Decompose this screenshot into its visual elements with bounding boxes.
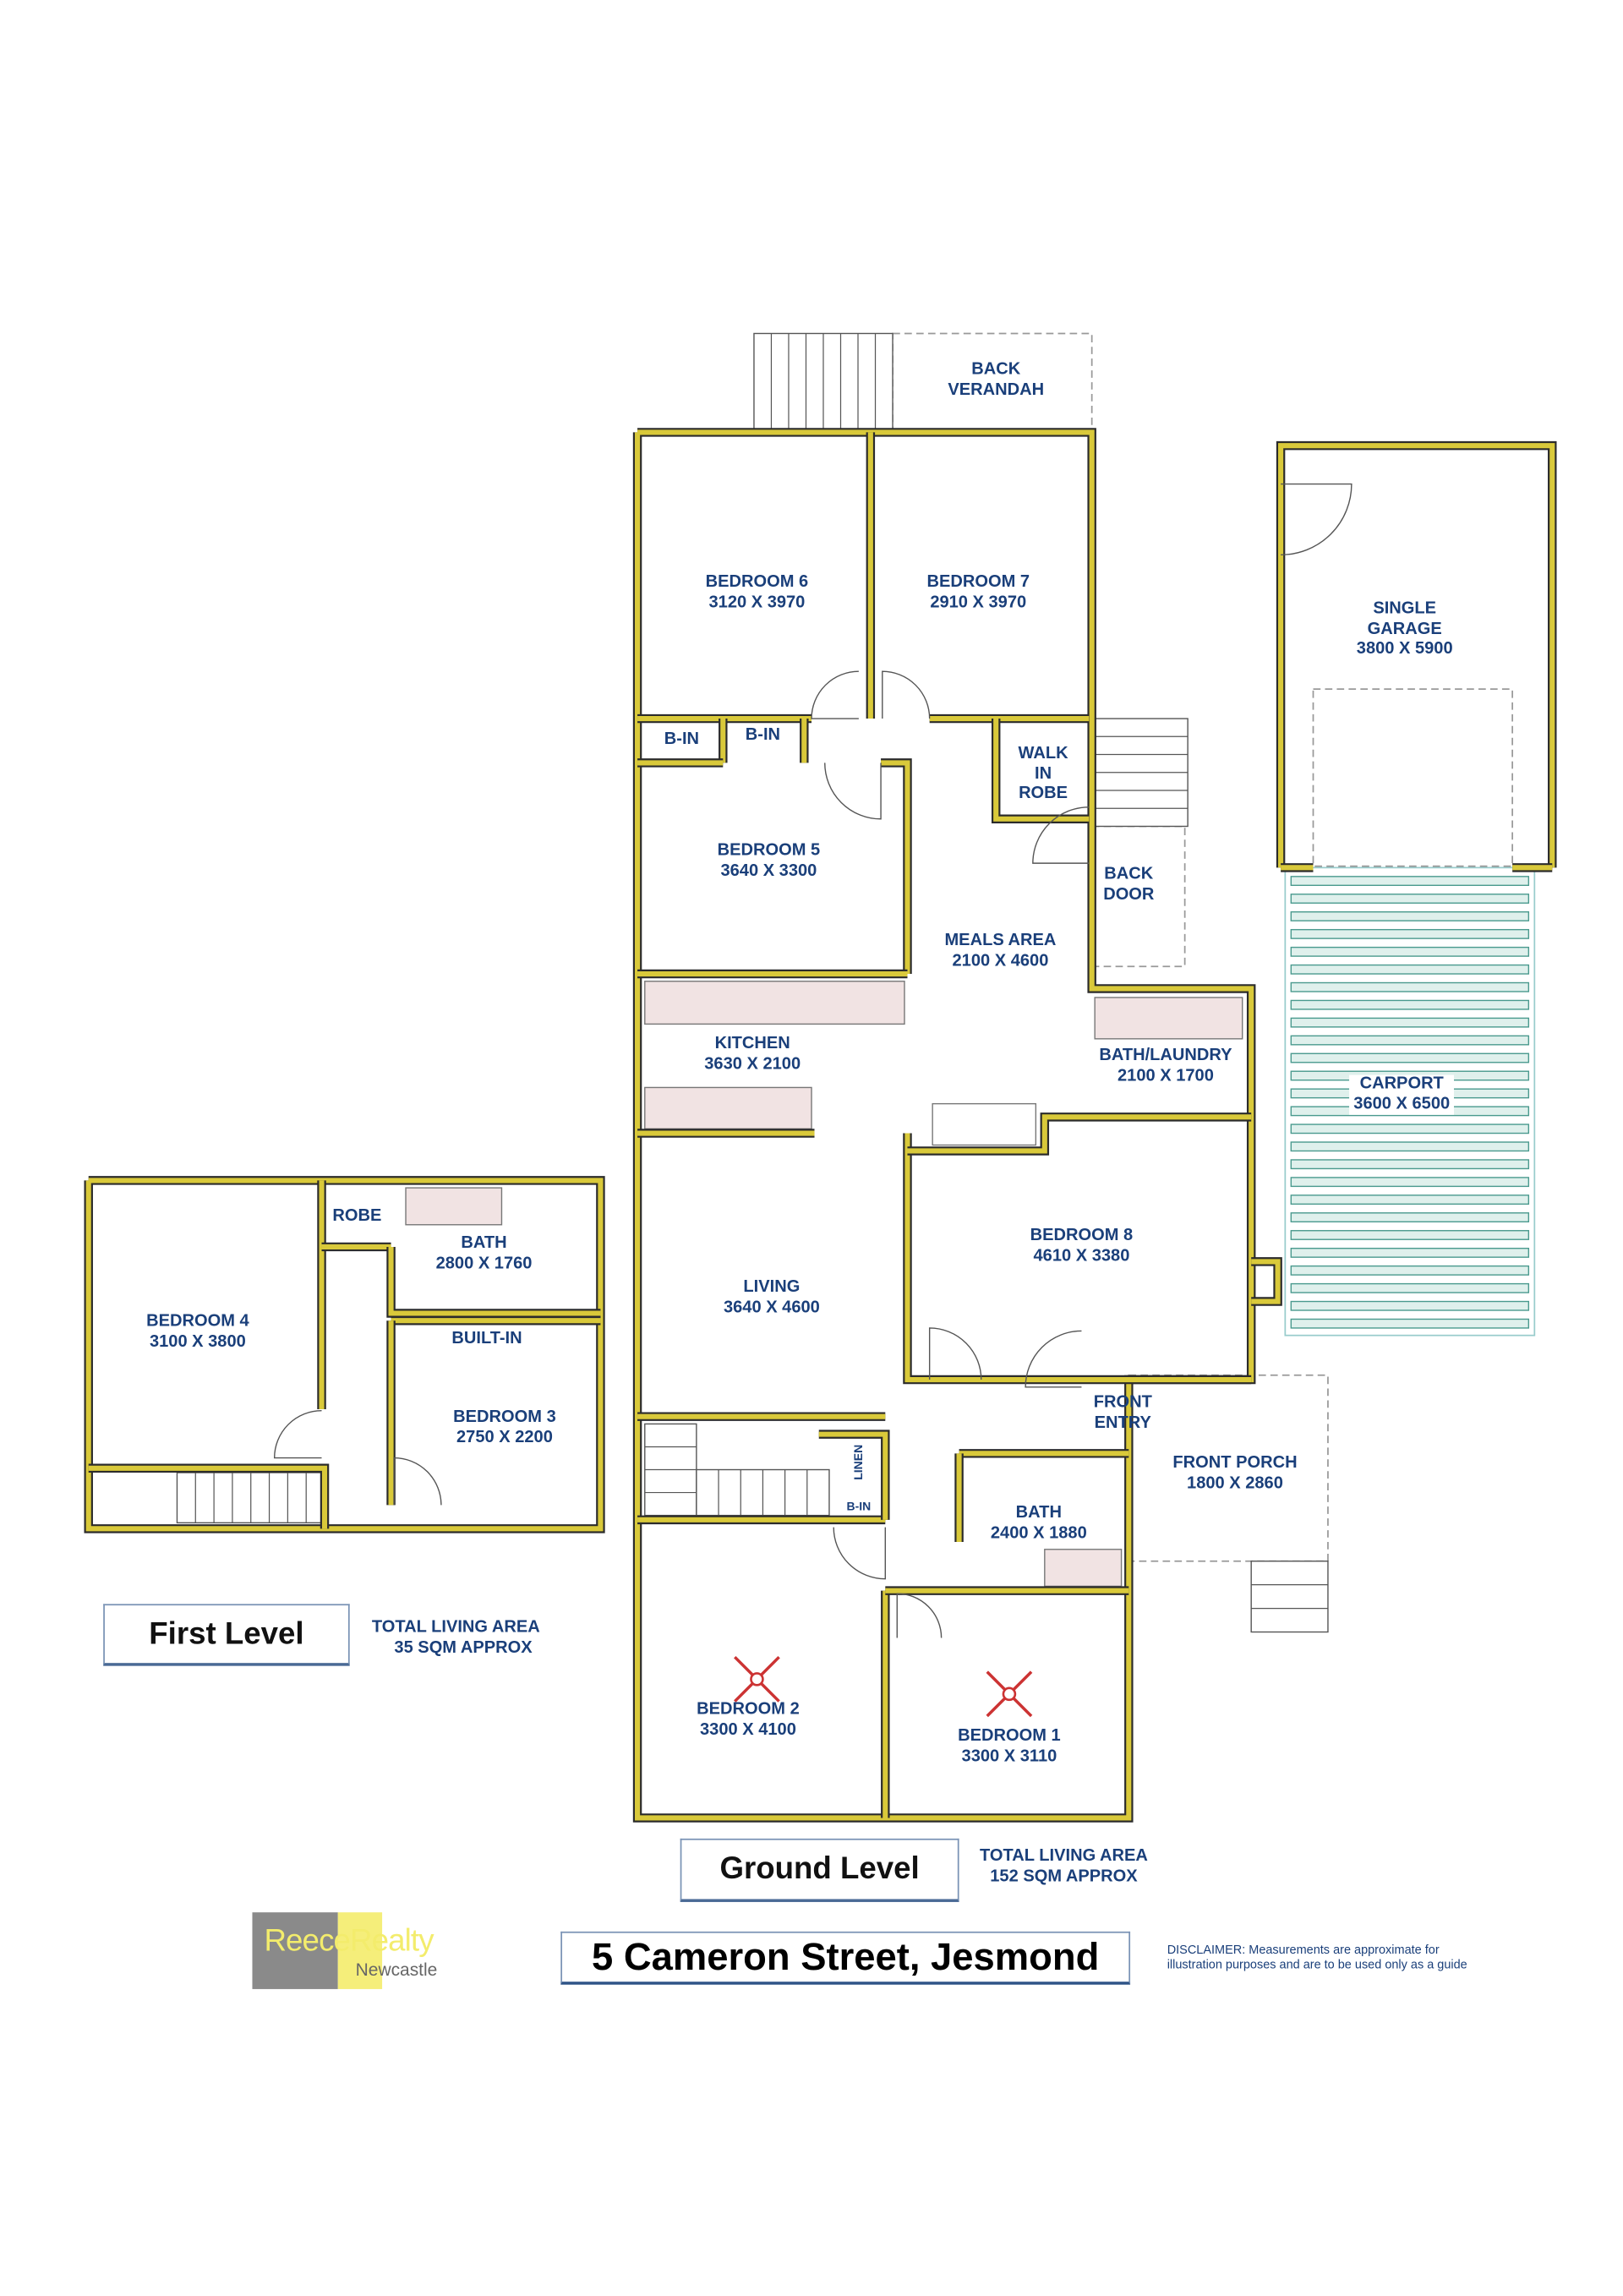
door-swing	[896, 1593, 943, 1638]
bath-vanity	[1044, 1549, 1123, 1588]
first-outer-wall	[85, 1178, 604, 1532]
door-swing	[824, 763, 882, 820]
carport-slat	[1290, 1318, 1530, 1329]
room-built-in-3: B-IN	[846, 1500, 872, 1514]
room-robe: ROBE	[332, 1207, 382, 1226]
kitchen-island	[644, 1086, 812, 1130]
wall-b8-top	[907, 1114, 1252, 1154]
door-swing	[1025, 1330, 1082, 1388]
wall-stairs	[88, 1465, 328, 1529]
ground-bump	[1251, 1259, 1281, 1304]
garage-car-space	[1312, 688, 1514, 867]
laundry-bench	[1094, 997, 1243, 1040]
ground-level-label: Ground Level	[680, 1838, 959, 1902]
ceiling-fan-icon	[1002, 1686, 1017, 1702]
door-swing	[273, 1409, 322, 1459]
ceiling-fan-icon	[750, 1672, 764, 1686]
carport-slat	[1290, 1177, 1530, 1188]
meals-cabinet	[932, 1102, 1037, 1146]
carport-slat	[1290, 1017, 1530, 1028]
carport-slat	[1290, 1265, 1530, 1276]
room-built-in: BUILT-IN	[451, 1330, 522, 1348]
carport-slat	[1290, 981, 1530, 992]
carport-slat	[1290, 876, 1530, 886]
door-swing	[1032, 806, 1090, 864]
wall-b5-right	[881, 760, 910, 975]
carport-slat	[1290, 1123, 1530, 1134]
door-swing	[833, 1527, 886, 1580]
carport-slat	[1290, 1141, 1530, 1152]
wall-b5-right-outline	[881, 758, 912, 975]
garage-wall	[1278, 443, 1555, 868]
carport-slat	[1290, 964, 1530, 975]
carport-slat	[1290, 894, 1530, 904]
bath-vanity	[405, 1187, 503, 1226]
disclaimer: DISCLAIMER: Measurements are approximate…	[1167, 1942, 1467, 1971]
carport-slat	[1290, 911, 1530, 921]
first-outer-wall-outline	[84, 1176, 605, 1533]
wall-wir	[993, 719, 1090, 822]
carport-slat	[1290, 1212, 1530, 1222]
door-swing	[882, 670, 931, 719]
door-swing	[811, 670, 859, 719]
carport-slat	[1290, 1052, 1530, 1063]
wall-bath	[388, 1246, 601, 1316]
carport-slat	[1290, 1282, 1530, 1293]
front-stairs	[1250, 1561, 1329, 1633]
carport-slat	[1290, 1159, 1530, 1170]
kitchen-bench	[644, 981, 905, 1025]
wall-linen	[818, 1431, 888, 1520]
room-built-in-2: B-IN	[745, 726, 781, 745]
carport-slat	[1290, 1300, 1530, 1311]
carport-slat	[1290, 1230, 1530, 1240]
reece-realty-logo: ReeceRealty Newcastle	[252, 1912, 446, 1989]
carport-slat	[1290, 999, 1530, 1010]
carport-slat	[1290, 1247, 1530, 1258]
door-swing	[928, 1327, 982, 1380]
carport-slat	[1290, 928, 1530, 939]
door-swing	[1281, 483, 1352, 556]
wall-b8	[904, 1133, 1252, 1383]
carport-slat	[1290, 1035, 1530, 1046]
room-built-in-1: B-IN	[664, 730, 700, 749]
carport-slat	[1290, 1194, 1530, 1205]
property-title: 5 Cameron Street, Jesmond	[560, 1931, 1131, 1985]
room-linen: LINEN	[852, 1444, 866, 1480]
first-level-label: First Level	[103, 1604, 350, 1666]
carport-slat	[1290, 946, 1530, 957]
door-swing	[393, 1457, 442, 1506]
